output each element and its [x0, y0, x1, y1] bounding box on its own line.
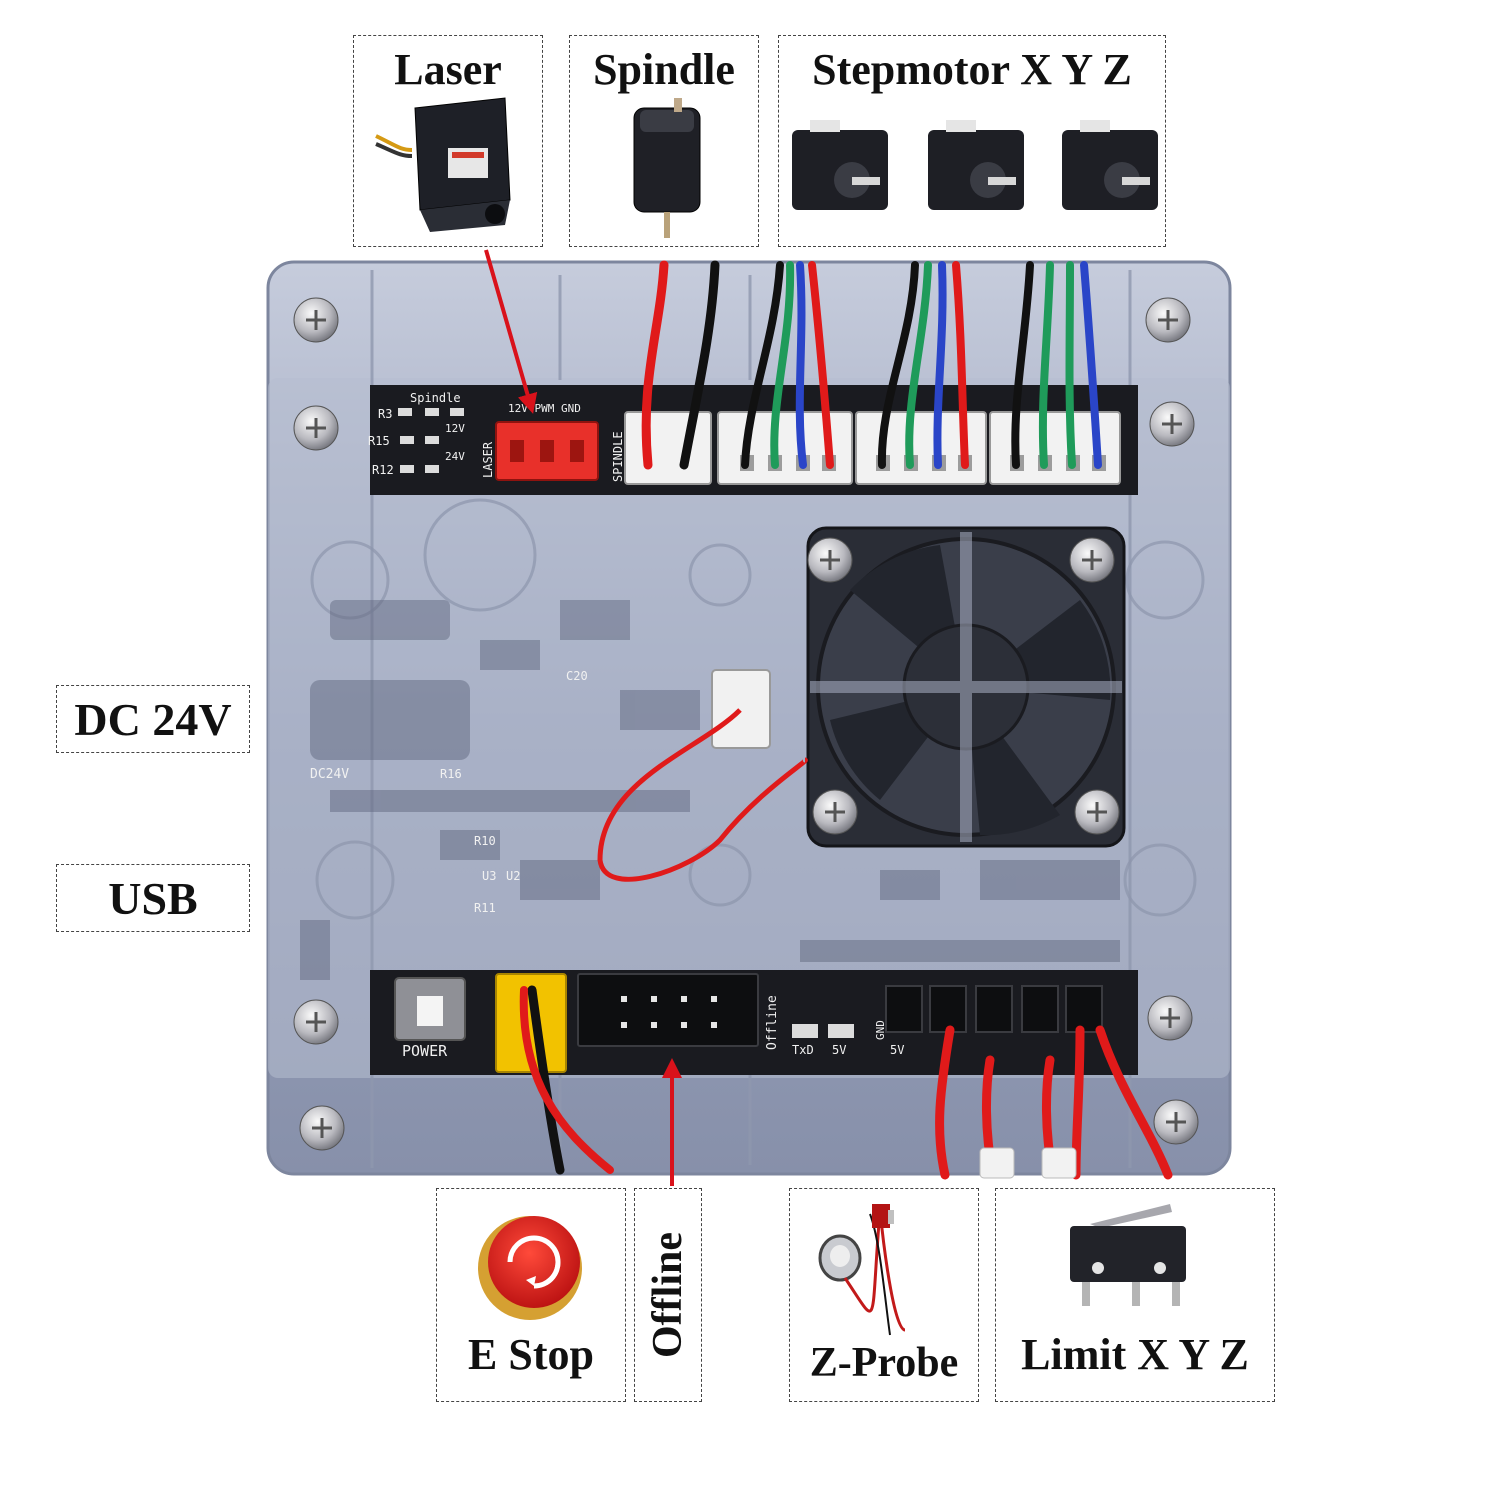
- spindle-connector: [624, 411, 712, 485]
- zprobe-label-box: Z-Probe: [789, 1188, 979, 1402]
- spindle-label-box: Spindle: [569, 35, 759, 247]
- limit-label: Limit X Y Z: [1021, 1330, 1249, 1379]
- offline-label-box: Offline: [634, 1188, 702, 1402]
- stepmotor-label: Stepmotor X Y Z: [812, 45, 1132, 94]
- screw-icon: [1147, 995, 1193, 1041]
- screw-icon: [1074, 789, 1120, 835]
- laser-arrow: [484, 249, 538, 414]
- screw-icon: [1153, 1099, 1199, 1145]
- silk-r3: R3: [378, 407, 392, 421]
- silk-laser-pins: 12V PWM GND: [508, 402, 581, 415]
- screws: [293, 297, 1199, 1151]
- silk-u2: U2: [506, 869, 520, 883]
- spindle-label: Spindle: [593, 45, 735, 94]
- screw-icon: [1145, 297, 1191, 343]
- screw-icon: [293, 999, 339, 1045]
- stepmotor-label-box: Stepmotor X Y Z: [778, 35, 1166, 247]
- top-wires: [641, 260, 1102, 470]
- silk-gnd: GND: [874, 1020, 887, 1040]
- silk-txd: TxD: [792, 1043, 814, 1057]
- silk-spindle-vertical: SPINDLE: [611, 431, 625, 482]
- silk-dc24v: DC24V: [310, 767, 349, 782]
- cooling-fan: [806, 526, 1126, 848]
- silk-5v-b: 5V: [890, 1043, 904, 1057]
- estop-label-box: E Stop: [436, 1188, 626, 1402]
- silk-u3: U3: [482, 869, 496, 883]
- silk-laser: LASER: [481, 441, 495, 478]
- silk-spindle: Spindle: [410, 391, 461, 405]
- offline-label: Offline: [645, 1232, 691, 1358]
- silk-r10: R10: [474, 834, 496, 848]
- screw-icon: [1149, 401, 1195, 447]
- silk-24v: 24V: [445, 450, 465, 463]
- silk-12v: 12V: [445, 422, 465, 435]
- silk-r15: R15: [368, 434, 390, 448]
- screw-icon: [807, 537, 853, 583]
- bottom-pcb-strip: POWER Offline TxD 5V GND 5V: [370, 970, 1138, 1075]
- silk-r11: R11: [474, 901, 496, 915]
- laser-label: Laser: [394, 45, 502, 94]
- estop-label: E Stop: [468, 1330, 594, 1379]
- silk-r16: R16: [440, 767, 462, 781]
- usb-label: USB: [56, 864, 250, 932]
- zprobe-label: Z-Probe: [809, 1340, 959, 1386]
- laser-label-box: Laser: [353, 35, 543, 247]
- dc24v-label: DC 24V: [56, 685, 250, 753]
- fan-connector: [711, 669, 771, 749]
- power-button-cap: [417, 996, 443, 1026]
- silk-power: POWER: [402, 1042, 448, 1060]
- screw-icon: [1069, 537, 1115, 583]
- silk-r12: R12: [372, 463, 394, 477]
- screw-icon: [812, 789, 858, 835]
- silk-offline: Offline: [765, 995, 780, 1050]
- fan-wire: [597, 708, 808, 882]
- offline-header: [577, 973, 759, 1047]
- screw-icon: [293, 405, 339, 451]
- silk-c20: C20: [566, 669, 588, 683]
- screw-icon: [293, 297, 339, 343]
- screw-icon: [299, 1105, 345, 1151]
- silk-5v: 5V: [832, 1043, 846, 1057]
- limit-label-box: Limit X Y Z: [995, 1188, 1275, 1402]
